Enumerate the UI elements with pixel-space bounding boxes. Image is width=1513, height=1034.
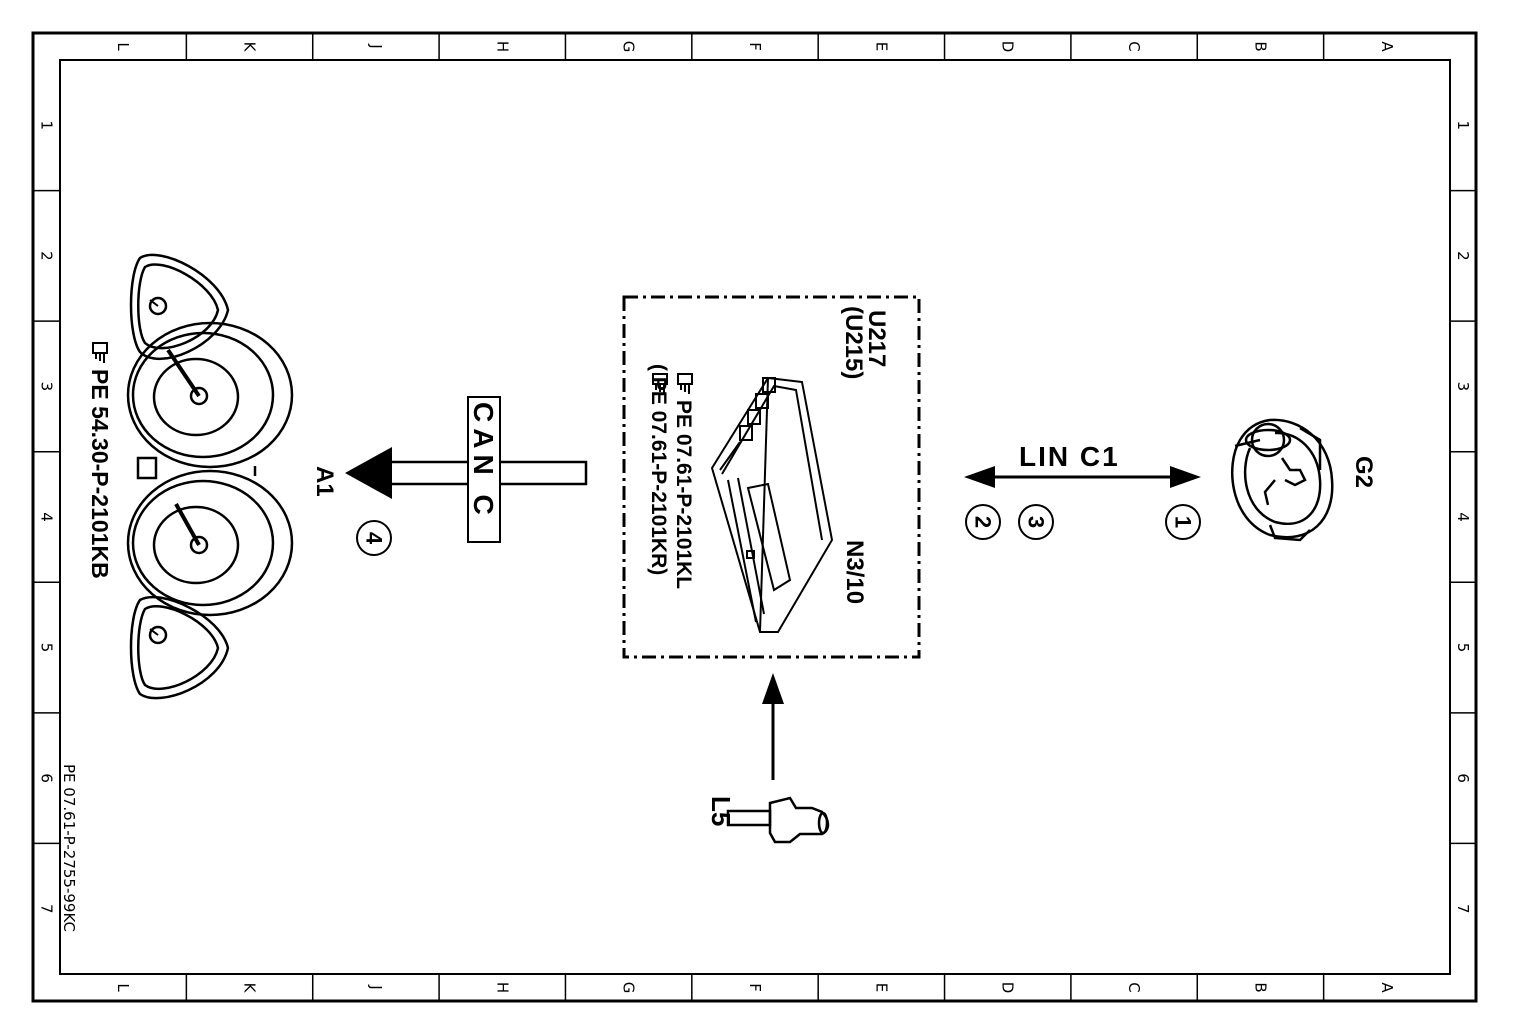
lin-marker-2: 2	[971, 516, 996, 528]
a1-reference: PE 54.30-P-2101KB	[87, 369, 113, 579]
can-marker: 4	[362, 532, 387, 545]
n3-10-reference-2: ( PE 07.61-P-2101KR)	[647, 364, 670, 575]
zone-label-row-left: 4	[38, 512, 56, 522]
lin-bus-label: LIN C1	[1019, 441, 1120, 472]
zone-label-row-left: 5	[38, 643, 56, 653]
zone-label-column-top: H	[493, 41, 511, 52]
zone-label-column-top: C	[1125, 41, 1143, 51]
instrument-cluster-a1	[126, 253, 294, 700]
l5-sensor: L5	[706, 673, 830, 844]
zone-label-column-top: G	[620, 41, 638, 53]
zone-label-column-bottom: C	[1125, 982, 1143, 992]
l5-designation: L5	[706, 796, 736, 826]
zone-label-row-left: 1	[38, 121, 56, 131]
zone-label-column-bottom: A	[1378, 982, 1396, 993]
zone-label-column-bottom: J	[367, 984, 385, 989]
zone-label-row-right: 1	[1454, 121, 1472, 131]
zone-label-row-right: 3	[1454, 382, 1472, 392]
drawing-frame	[31, 31, 1478, 1003]
n3-10-variant-u217: U217	[863, 310, 890, 367]
g2-designation: G2	[1350, 456, 1377, 488]
reference-hand-icon	[652, 373, 668, 394]
zone-label-row-right: 4	[1454, 512, 1472, 522]
g2-alternator	[1230, 418, 1334, 542]
lin-bus-connection: LIN C1 2 3 1	[964, 441, 1201, 540]
zone-label-column-bottom: E	[872, 983, 890, 992]
zone-label-column-bottom: D	[999, 982, 1017, 994]
zone-label-row-left: 2	[38, 251, 56, 261]
zone-label-column-top: K	[241, 42, 259, 53]
n3-10-control-unit: U217 (U215) N3/10 PE 07.61-P-2101KL ( PE…	[622, 295, 921, 659]
zone-label-column-top: L	[114, 42, 132, 51]
zone-label-row-left: 7	[38, 904, 56, 914]
zone-label-column-bottom: B	[1251, 982, 1269, 992]
zone-label-column-top: J	[367, 43, 385, 48]
zone-label-column-bottom: H	[493, 982, 511, 993]
n3-10-designation: N3/10	[841, 540, 868, 604]
zone-label-column-top: B	[1251, 41, 1269, 51]
zone-label-row-left: 6	[38, 773, 56, 783]
zone-label-column-bottom: L	[114, 983, 132, 992]
reference-hand-icon	[92, 342, 108, 363]
a1-labels: A1 PE 54.30-P-2101KB	[87, 342, 338, 579]
lin-marker-1: 1	[1171, 516, 1196, 528]
zone-label-column-bottom: F	[746, 983, 764, 992]
zone-label-column-bottom: G	[620, 982, 638, 994]
zone-label-column-top: A	[1378, 41, 1396, 52]
zone-label-column-top: D	[999, 41, 1017, 53]
n3-10-variant-u215: (U215)	[840, 306, 867, 379]
zone-label-column-bottom: K	[241, 983, 259, 994]
document-id: PE 07.61-P-2755-99KC	[60, 764, 78, 932]
lin-marker-3: 3	[1024, 516, 1049, 528]
zone-label-row-right: 7	[1454, 904, 1472, 914]
a1-designation: A1	[311, 466, 338, 497]
zone-label-row-right: 5	[1454, 643, 1472, 653]
zone-label-row-right: 2	[1454, 251, 1472, 261]
zone-label-row-right: 6	[1454, 773, 1472, 783]
zone-label-column-top: E	[872, 42, 890, 51]
can-bus-connection: CAN C 4	[345, 396, 588, 556]
zone-label-row-left: 3	[38, 382, 56, 392]
n3-10-reference-1: PE 07.61-P-2101KL	[672, 400, 695, 589]
reference-hand-icon	[677, 373, 693, 394]
zone-label-column-top: F	[746, 42, 764, 51]
can-bus-label: CAN C	[468, 402, 499, 521]
